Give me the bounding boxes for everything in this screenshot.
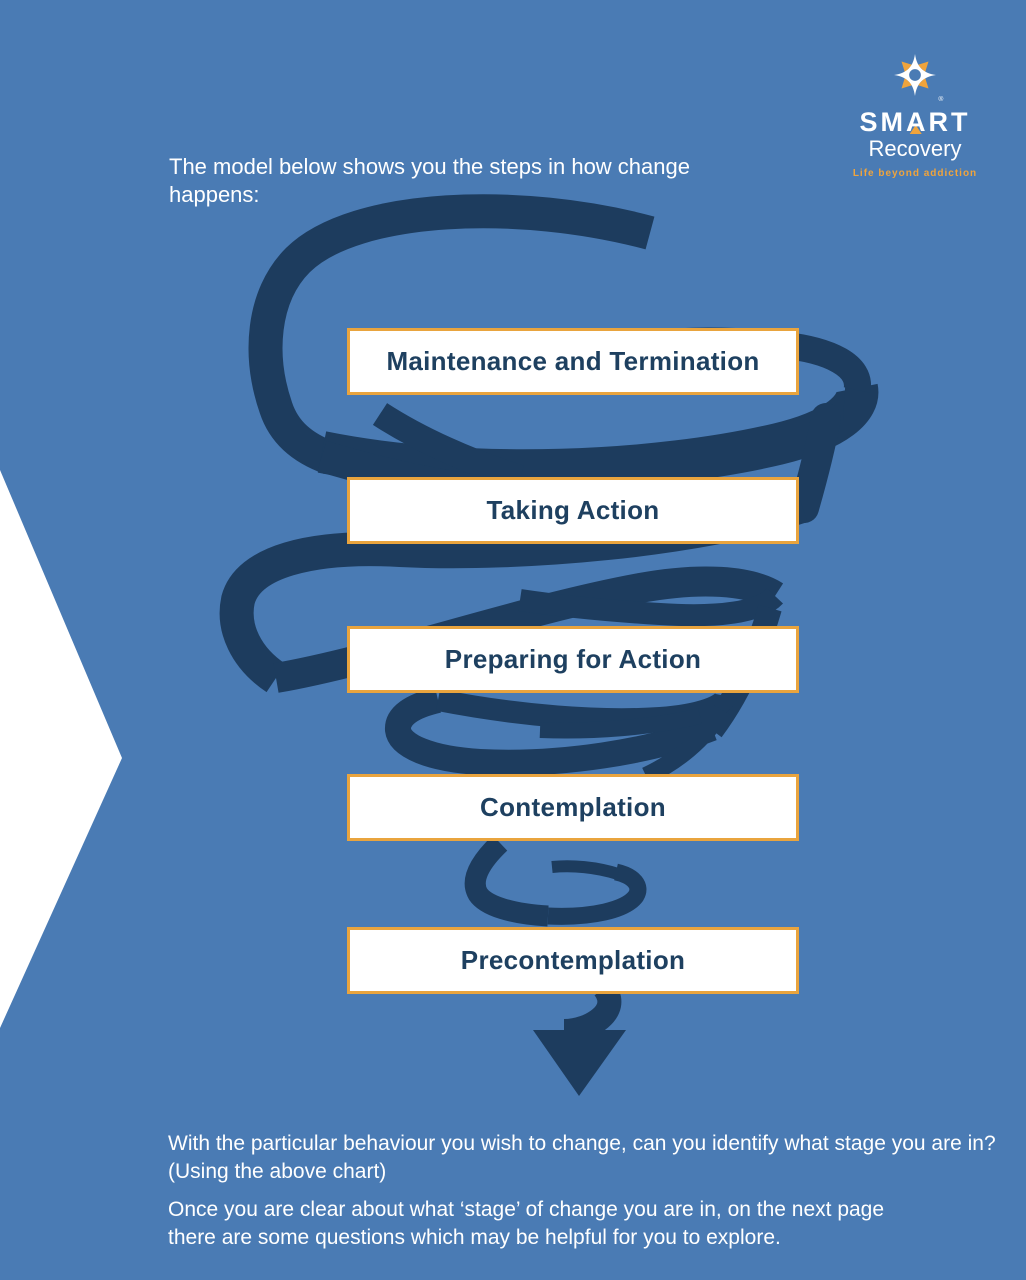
stage-box-contemplation: Contemplation <box>347 774 799 841</box>
stage-box-precontemplation: Precontemplation <box>347 927 799 994</box>
footer-paragraph-2: Once you are clear about what ‘stage’ of… <box>168 1196 996 1252</box>
stage-box-maintenance-and-termination: Maintenance and Termination <box>347 328 799 395</box>
footer-p2-line-1: Once you are clear about what ‘stage’ of… <box>168 1198 885 1221</box>
stage-label: Taking Action <box>486 495 660 525</box>
logo-tagline: Life beyond addiction <box>852 168 978 179</box>
footer-questions: With the particular behaviour you wish t… <box>168 1130 996 1252</box>
stage-box-taking-action: Taking Action <box>347 477 799 544</box>
stage-label: Maintenance and Termination <box>386 346 760 376</box>
registered-mark: ® <box>938 95 943 103</box>
stage-label: Preparing for Action <box>444 644 702 674</box>
stage-box-preparing-for-action: Preparing for Action <box>347 626 799 693</box>
logo-wordmark: SMART <box>859 107 971 137</box>
intro-text: The model below shows you the steps in h… <box>169 153 690 209</box>
footer-q1-line-2: (Using the above chart) <box>168 1160 387 1183</box>
logo-wordmark-sub: Recovery <box>868 136 962 161</box>
stage-label: Contemplation <box>480 792 666 822</box>
compass-star-icon: ® <box>894 54 943 103</box>
smart-recovery-logo: ® SMART Recovery Life beyond addiction <box>845 38 985 179</box>
intro-line-1: The model below shows you the steps in h… <box>169 154 690 179</box>
stage-label: Precontemplation <box>460 945 686 975</box>
footer-p2-line-2: there are some questions which may be he… <box>168 1226 781 1249</box>
footer-question-1: With the particular behaviour you wish t… <box>168 1130 996 1186</box>
footer-q1-line-1: With the particular behaviour you wish t… <box>168 1132 996 1155</box>
logo-a-triangle-icon <box>909 125 922 134</box>
spiral-arrowhead-down <box>533 1030 626 1096</box>
ribbon-fold-tip <box>843 358 875 420</box>
intro-line-2: happens: <box>169 182 260 207</box>
